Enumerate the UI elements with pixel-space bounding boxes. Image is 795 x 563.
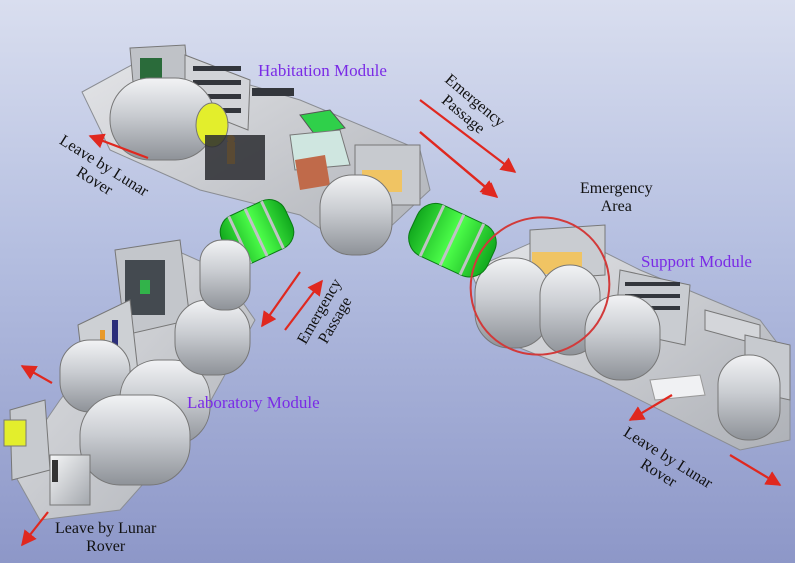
- laboratory-module-label: Laboratory Module: [187, 393, 320, 412]
- habitation-module-model: [81, 44, 431, 256]
- support-module-model: [469, 224, 791, 451]
- emergency-area-label: Emergency Area: [580, 180, 653, 216]
- laboratory-module-model: [3, 239, 256, 521]
- rover-exit-bottom-left-label: Leave by Lunar Rover: [55, 520, 157, 556]
- emergency-area-circle: [469, 216, 611, 356]
- connector-rings: [199, 199, 497, 311]
- support-module-label: Support Module: [641, 252, 752, 271]
- direction-arrows: [20, 99, 782, 547]
- habitation-module-label: Habitation Module: [258, 61, 387, 80]
